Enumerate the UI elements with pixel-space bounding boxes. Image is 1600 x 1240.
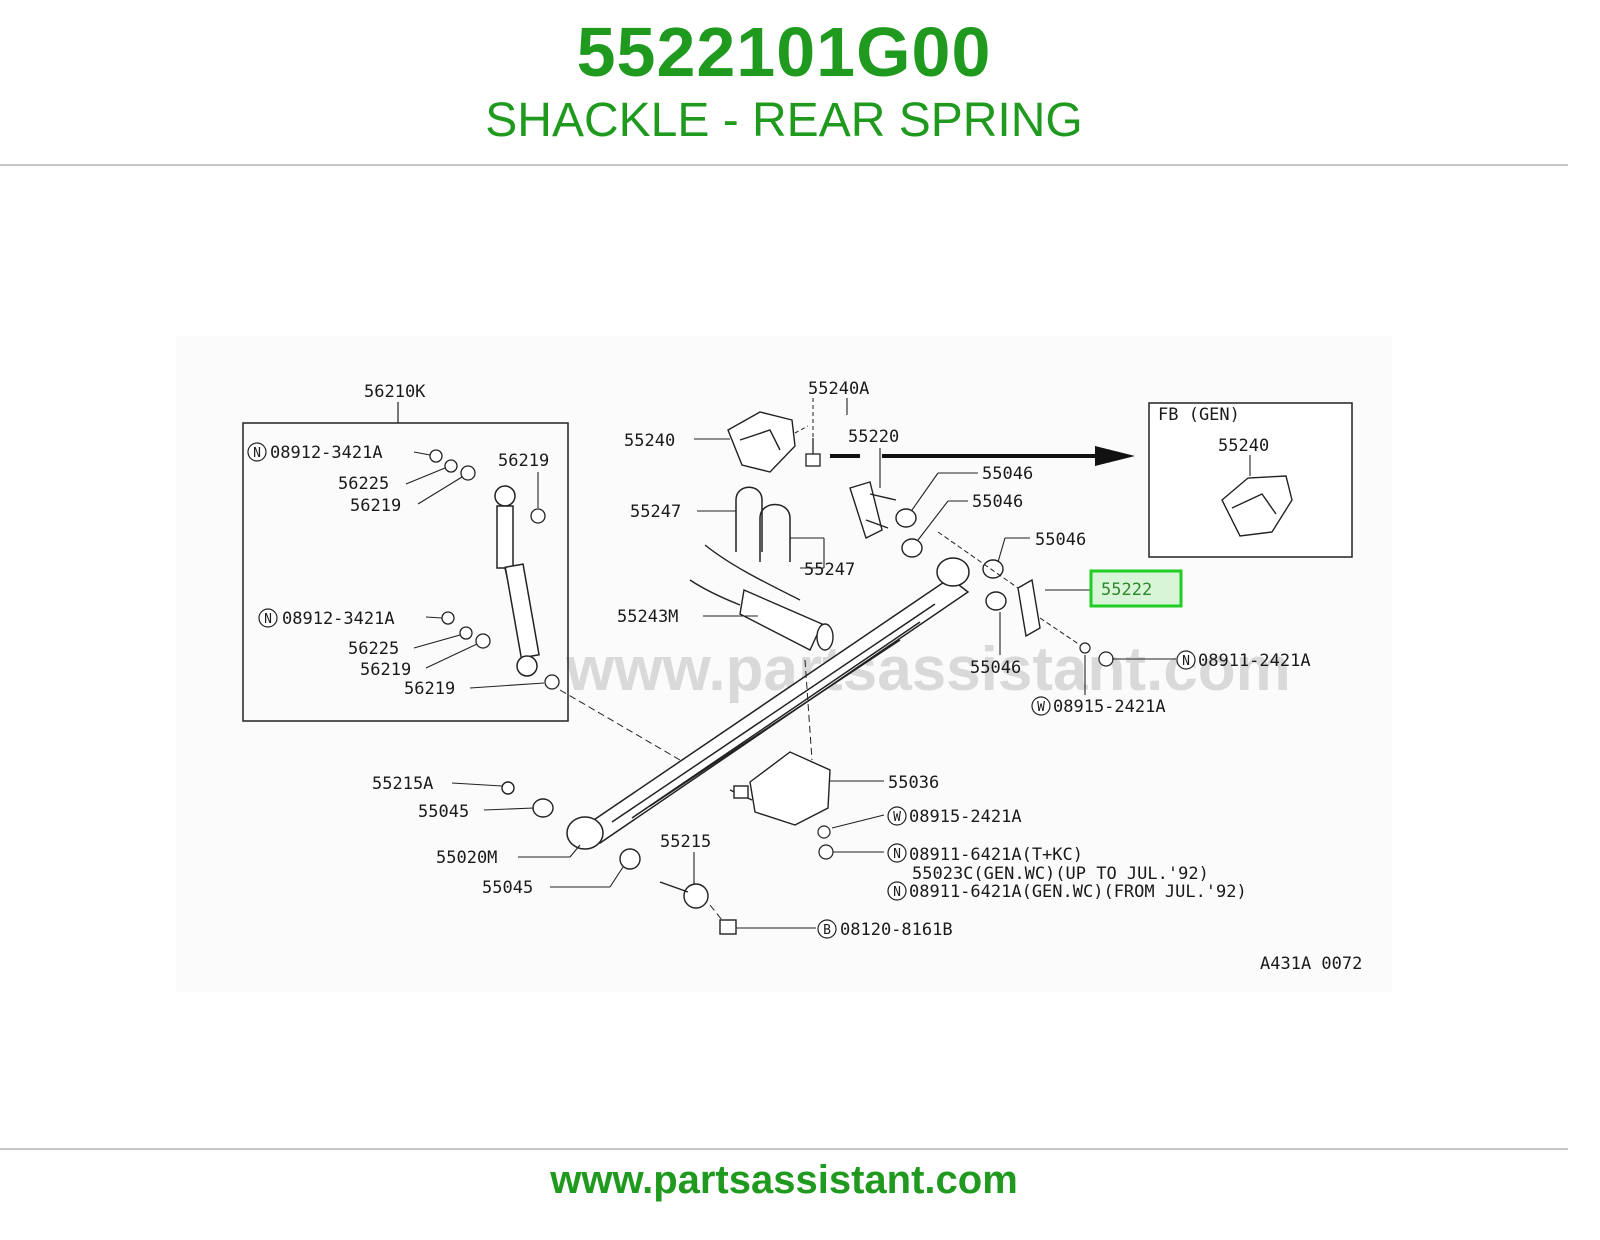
- prefix-b: B: [823, 923, 831, 938]
- label-55023C[interactable]: 55023C(GEN.WC)(UP TO JUL.'92): [912, 864, 1209, 884]
- label-55036[interactable]: 55036: [888, 773, 939, 793]
- label-08912-3421A[interactable]: 08912-3421A: [282, 609, 395, 629]
- inset-arrow: [830, 446, 1135, 466]
- label-55020M[interactable]: 55020M: [436, 848, 497, 868]
- label-55222[interactable]: 55222: [1101, 580, 1152, 600]
- label-55045[interactable]: 55045: [418, 802, 469, 822]
- label-08911-6421A[interactable]: 08911-6421A(GEN.WC)(FROM JUL.'92): [909, 882, 1247, 902]
- watermark: www.partsassistant.com: [565, 635, 1291, 704]
- label-56225[interactable]: 56225: [348, 639, 399, 659]
- label-55046[interactable]: 55046: [982, 464, 1033, 484]
- footer-url[interactable]: www.partsassistant.com: [550, 1158, 1018, 1202]
- bushings-55046: [895, 508, 1007, 611]
- label-55247[interactable]: 55247: [804, 560, 855, 580]
- highlight-55222[interactable]: [1089, 569, 1183, 608]
- prefix-w: W: [893, 810, 901, 825]
- label-56210K[interactable]: 56210K: [364, 382, 426, 402]
- bushings-55045: [501, 781, 641, 870]
- spring-seat-top: [727, 411, 796, 473]
- axle-tube: [689, 544, 834, 651]
- prefix-n: N: [893, 885, 901, 900]
- label-55046[interactable]: 55046: [972, 492, 1023, 512]
- inset-spring-seat: [1221, 475, 1293, 537]
- label-55240[interactable]: 55240: [624, 431, 675, 451]
- page-header: 5522101G00 SHACKLE - REAR SPRING: [0, 0, 1568, 166]
- label-56219[interactable]: 56219: [350, 496, 401, 516]
- label-55046[interactable]: 55046: [1035, 530, 1086, 550]
- label-55243M[interactable]: 55243M: [617, 607, 678, 627]
- label-08915-2421A[interactable]: 08915-2421A: [909, 807, 1022, 827]
- parts-diagram: www.partsassistant.com: [242, 379, 1363, 974]
- label-56219[interactable]: 56219: [404, 679, 455, 699]
- label-08912-3421A[interactable]: 08912-3421A: [270, 443, 383, 463]
- part-name: SHACKLE - REAR SPRING: [485, 94, 1083, 147]
- header-divider: [0, 164, 1568, 166]
- spring-pin-55215: [659, 881, 737, 935]
- spring-seat-lower: [729, 751, 831, 826]
- prefix-n: N: [1182, 654, 1190, 669]
- prefix-n: N: [264, 612, 272, 627]
- inset-title: FB (GEN): [1158, 405, 1240, 425]
- label-55240A[interactable]: 55240A: [808, 379, 869, 399]
- label-08911-6421A[interactable]: 08911-6421A(T+KC): [909, 845, 1083, 865]
- label-08120-8161B[interactable]: 08120-8161B: [840, 920, 953, 940]
- shackle-55220: [849, 481, 897, 539]
- shock-kit-box: [242, 422, 569, 722]
- label-55045[interactable]: 55045: [482, 878, 533, 898]
- label-55220[interactable]: 55220: [848, 427, 899, 447]
- leaf-spring: [566, 557, 970, 850]
- label-56219[interactable]: 56219: [498, 451, 549, 471]
- label-08911-2421A[interactable]: 08911-2421A: [1198, 651, 1311, 671]
- label-55240[interactable]: 55240: [1218, 436, 1269, 456]
- label-08915-2421A[interactable]: 08915-2421A: [1053, 697, 1166, 717]
- label-55215[interactable]: 55215: [660, 832, 711, 852]
- shackle-plate-55222: [1017, 578, 1041, 638]
- diagram-code: A431A 0072: [1260, 954, 1362, 974]
- shock-absorber: [494, 485, 540, 677]
- label-55247[interactable]: 55247: [630, 502, 681, 522]
- u-bolts: [735, 486, 791, 562]
- footer-divider: [0, 1148, 1568, 1150]
- label-55215A[interactable]: 55215A: [372, 774, 433, 794]
- prefix-n: N: [253, 446, 261, 461]
- part-number: 5522101G00: [576, 13, 992, 91]
- label-56225[interactable]: 56225: [338, 474, 389, 494]
- label-56219[interactable]: 56219: [360, 660, 411, 680]
- prefix-w: W: [1037, 700, 1045, 715]
- prefix-n: N: [893, 847, 901, 862]
- label-55046[interactable]: 55046: [970, 658, 1021, 678]
- bolt-55240A: [805, 438, 821, 467]
